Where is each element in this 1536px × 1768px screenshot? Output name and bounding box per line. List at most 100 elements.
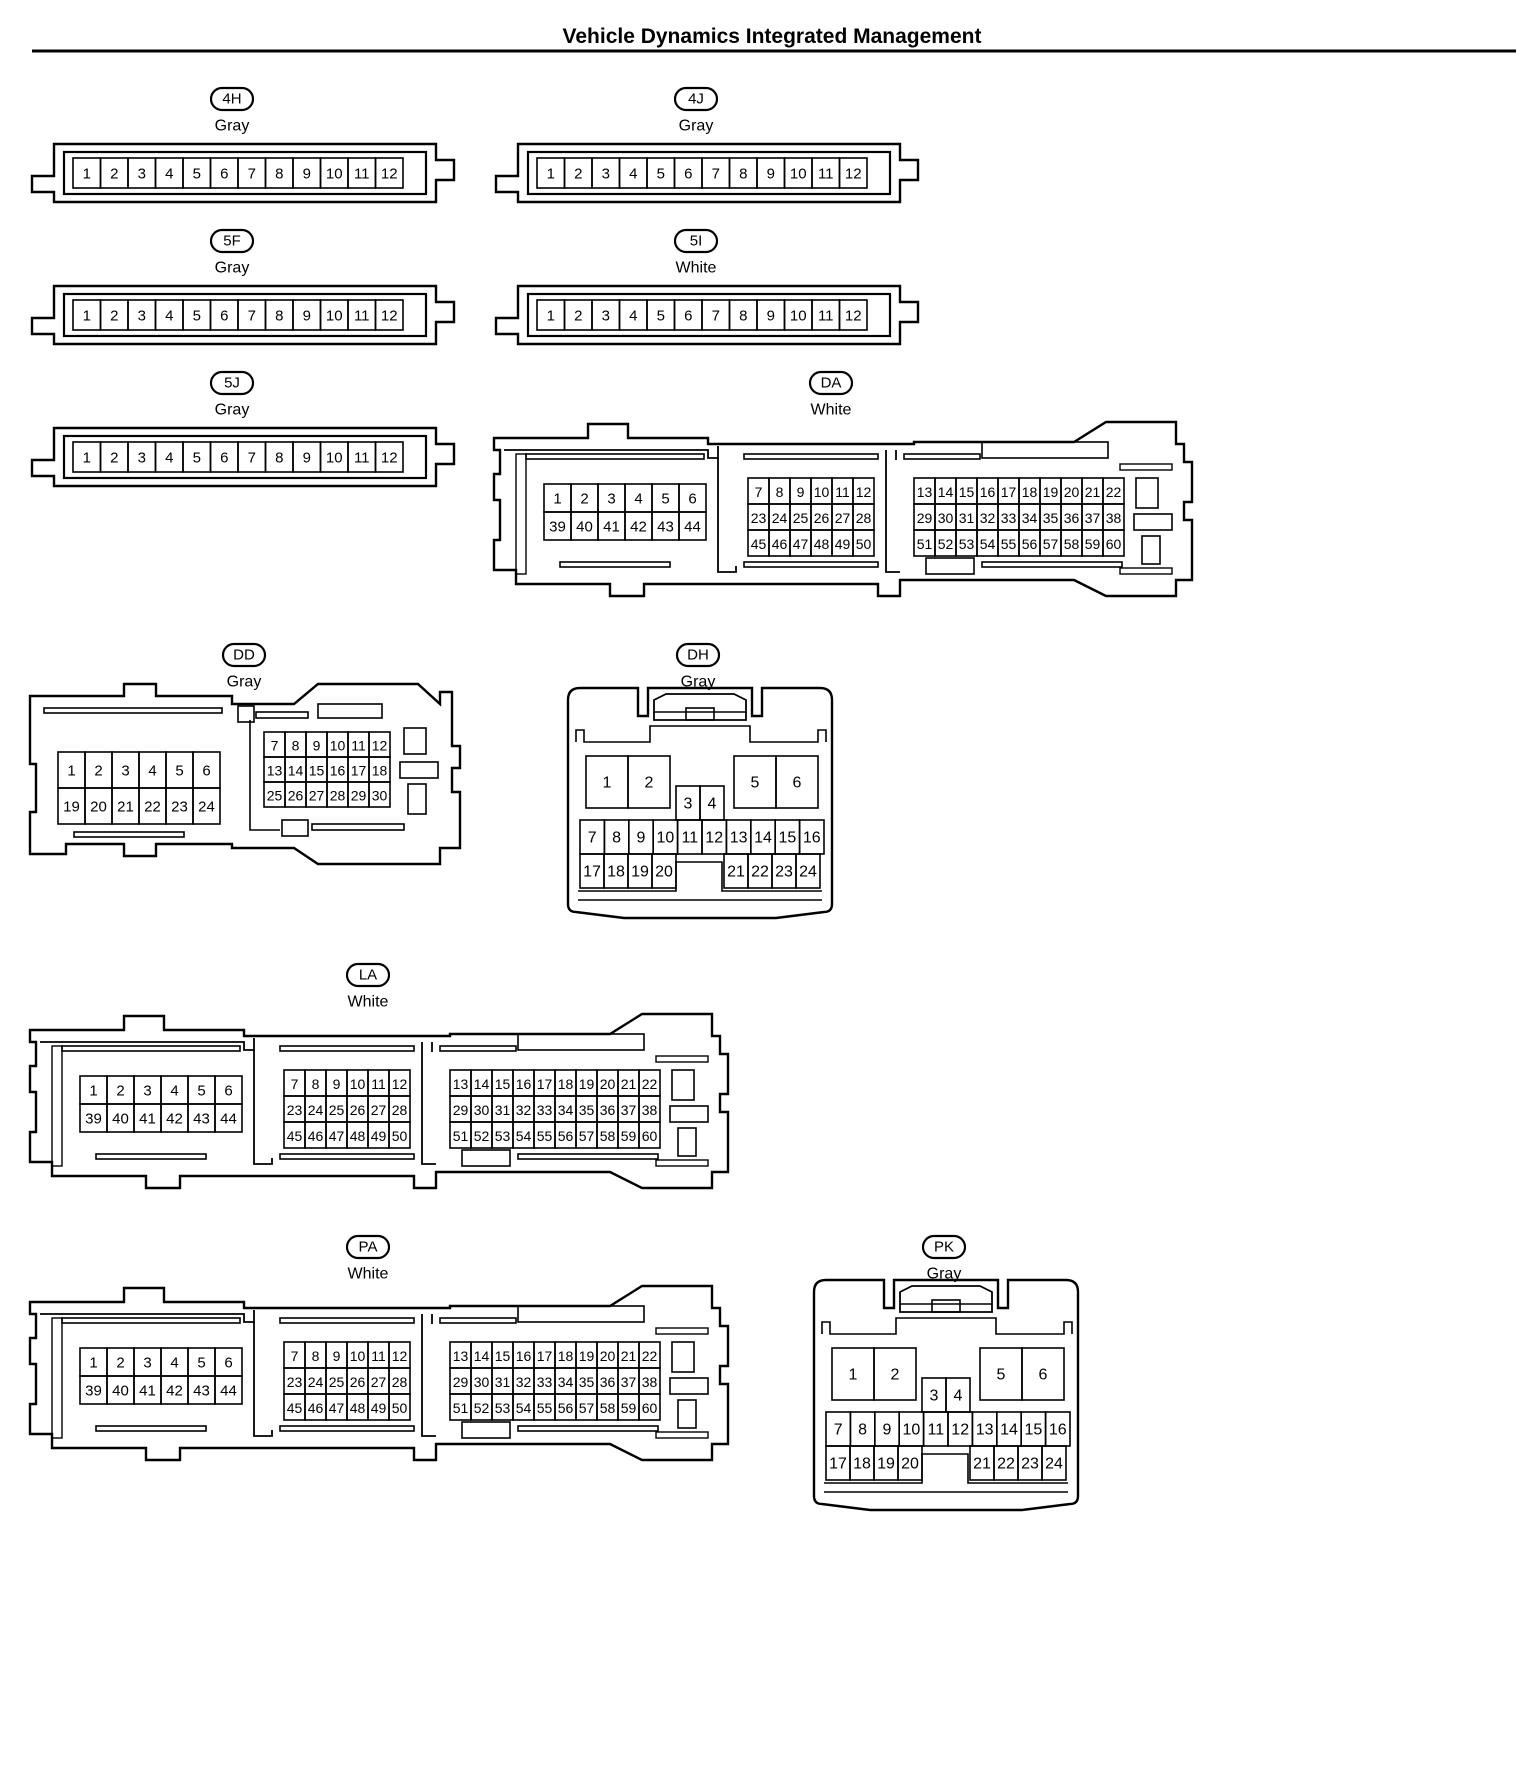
pin-label: 29 — [917, 510, 933, 526]
pin-label: 25 — [267, 788, 283, 804]
pin-label: 56 — [1022, 536, 1038, 552]
pin-label: 29 — [453, 1102, 469, 1118]
pin-label: 1 — [547, 166, 555, 183]
pin-cell — [388, 1393, 411, 1421]
pin-label: 26 — [350, 1102, 366, 1118]
pin-label: 45 — [287, 1400, 303, 1416]
side-key — [399, 761, 439, 779]
pin-label: 1 — [83, 450, 91, 467]
pin-label: 26 — [814, 510, 830, 526]
connector-id-badge — [209, 228, 255, 254]
pin-label: 17 — [829, 1456, 847, 1473]
pin-cell — [897, 1445, 923, 1481]
pin-label: 37 — [621, 1102, 637, 1118]
pin-label: 11 — [371, 1348, 386, 1364]
connector-housing — [28, 1012, 730, 1190]
pin-label: 19 — [631, 864, 649, 881]
pin-label: 14 — [288, 763, 304, 779]
pin-label: 30 — [938, 510, 954, 526]
pin-label: 29 — [351, 788, 367, 804]
connector-color: Gray — [227, 674, 262, 691]
pin-label: 3 — [138, 166, 146, 183]
pin-label: 11 — [681, 830, 698, 847]
connector-housing — [30, 426, 456, 488]
pin-label: 11 — [818, 308, 834, 325]
pin-label: 52 — [474, 1128, 490, 1144]
side-key — [655, 1431, 709, 1439]
pin-label: 49 — [835, 536, 851, 552]
pin-label: 2 — [574, 166, 582, 183]
pin-label: 21 — [727, 864, 745, 881]
pin-label: 11 — [354, 166, 370, 183]
latch-slot — [743, 453, 879, 460]
connector-id: DH — [687, 647, 709, 664]
pin-label: 56 — [558, 1128, 574, 1144]
connector-housing — [494, 142, 920, 204]
pin-label: 25 — [793, 510, 809, 526]
pin-label: 4 — [165, 450, 173, 467]
pin-label: 8 — [612, 830, 621, 847]
pin-label: 54 — [516, 1400, 532, 1416]
pin-label: 3 — [684, 796, 693, 813]
latch-slot — [95, 1153, 207, 1160]
pin-label: 22 — [1106, 484, 1122, 500]
pin-label: 3 — [607, 491, 615, 508]
pin-label: 31 — [495, 1102, 511, 1118]
latch-slot — [95, 1425, 207, 1432]
side-key — [671, 1069, 695, 1101]
pin-label: 16 — [1049, 1422, 1067, 1439]
pin-label: 15 — [495, 1348, 511, 1364]
side-key — [403, 727, 427, 755]
housing-rib — [40, 1310, 255, 1323]
pin-label: 33 — [537, 1102, 553, 1118]
pin-label: 3 — [602, 166, 610, 183]
side-key — [1135, 477, 1159, 509]
pin-label: 2 — [116, 1355, 124, 1372]
pin-label: 27 — [371, 1102, 387, 1118]
pin-label: 4 — [170, 1083, 178, 1100]
housing-rib — [578, 861, 822, 892]
pin-label: 2 — [574, 308, 582, 325]
pin-label: 6 — [220, 166, 228, 183]
pin-label: 38 — [642, 1374, 658, 1390]
pin-label: 10 — [903, 1422, 921, 1439]
latch-slot — [981, 561, 1123, 568]
pin-label: 10 — [326, 308, 343, 325]
pin-label: 59 — [621, 1128, 637, 1144]
connector-color: White — [676, 260, 717, 277]
pin-label: 27 — [371, 1374, 387, 1390]
pin-label: 57 — [1043, 536, 1059, 552]
pin-label: 10 — [790, 308, 807, 325]
pin-cell — [638, 1121, 661, 1149]
pin-label: 11 — [371, 1076, 386, 1092]
pin-label: 43 — [193, 1111, 210, 1128]
pin-label: 9 — [767, 308, 775, 325]
pin-label: 18 — [558, 1076, 574, 1092]
connector-id-badge — [345, 962, 391, 988]
pin-label: 42 — [630, 519, 647, 536]
latch-slot — [255, 711, 309, 719]
connector-color: White — [811, 402, 852, 419]
pin-label: 49 — [371, 1400, 387, 1416]
side-key — [655, 1327, 709, 1335]
pin-label: 6 — [684, 308, 692, 325]
pin-label: 2 — [110, 166, 118, 183]
pin-cell — [388, 1121, 411, 1149]
pin-label: 9 — [767, 166, 775, 183]
pin-cavity — [62, 292, 428, 338]
connector-id: DD — [233, 647, 255, 664]
pin-label: 20 — [1064, 484, 1080, 500]
pin-label: 8 — [739, 166, 747, 183]
pin-label: 9 — [313, 738, 321, 754]
pin-label: 22 — [751, 864, 769, 881]
pin-label: 5 — [193, 166, 201, 183]
pin-label: 2 — [110, 450, 118, 467]
pin-label: 59 — [621, 1400, 637, 1416]
pin-label: 47 — [329, 1400, 345, 1416]
pin-label: 26 — [288, 788, 304, 804]
pin-label: 12 — [951, 1422, 969, 1439]
pin-cell — [795, 853, 821, 889]
